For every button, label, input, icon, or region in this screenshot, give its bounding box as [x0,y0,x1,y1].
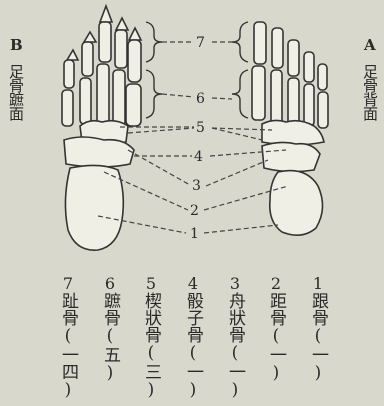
side-a-caption: 足骨背面 [362,64,378,120]
side-a-letter: A [364,36,376,54]
legend-name: 蹠骨(五) [98,292,122,383]
legend-item-cuboid: 4 骰子骨(一) [181,276,205,400]
legend-item-phalanges: 7 趾骨(一四) [56,276,80,400]
callout-7: 7 [196,35,205,51]
legend-number: 3 [223,276,247,292]
legend-name: 舟狀骨(一) [223,292,247,400]
dorsal-foot-skeleton [252,22,328,235]
legend-number: 1 [306,276,330,292]
legend-number: 7 [56,276,80,292]
legend-name: 跟骨(一) [306,292,330,383]
legend-name: 距骨(一) [264,292,288,383]
legend-name: 趾骨(一四) [56,292,80,400]
legend-item-cuneiforms: 5 楔狀骨(三) [139,276,163,400]
legend-name: 楔狀骨(三) [139,292,163,400]
legend-item-metatarsals: 6 蹠骨(五) [98,276,122,383]
side-b-letter: B [10,36,23,54]
legend-item-calcaneus: 1 跟骨(一) [306,276,330,383]
callout-5: 5 [196,120,205,136]
callout-6: 6 [196,91,205,107]
legend-number: 2 [264,276,288,292]
plantar-foot-skeleton [62,6,141,250]
callout-numbers: 7 6 5 4 3 2 1 [190,35,205,242]
legend-item-navicular: 3 舟狀骨(一) [223,276,247,400]
side-b-caption: 足骨蹠面 [8,64,24,120]
callout-2: 2 [190,203,199,219]
callout-1: 1 [190,226,199,242]
callout-4: 4 [194,149,203,165]
legend-number: 5 [139,276,163,292]
legend-item-talus: 2 距骨(一) [264,276,288,383]
callout-3: 3 [192,178,201,194]
plantar-calcaneus [65,165,123,250]
legend-name: 骰子骨(一) [181,292,205,400]
legend-number: 6 [98,276,122,292]
legend-number: 4 [181,276,205,292]
